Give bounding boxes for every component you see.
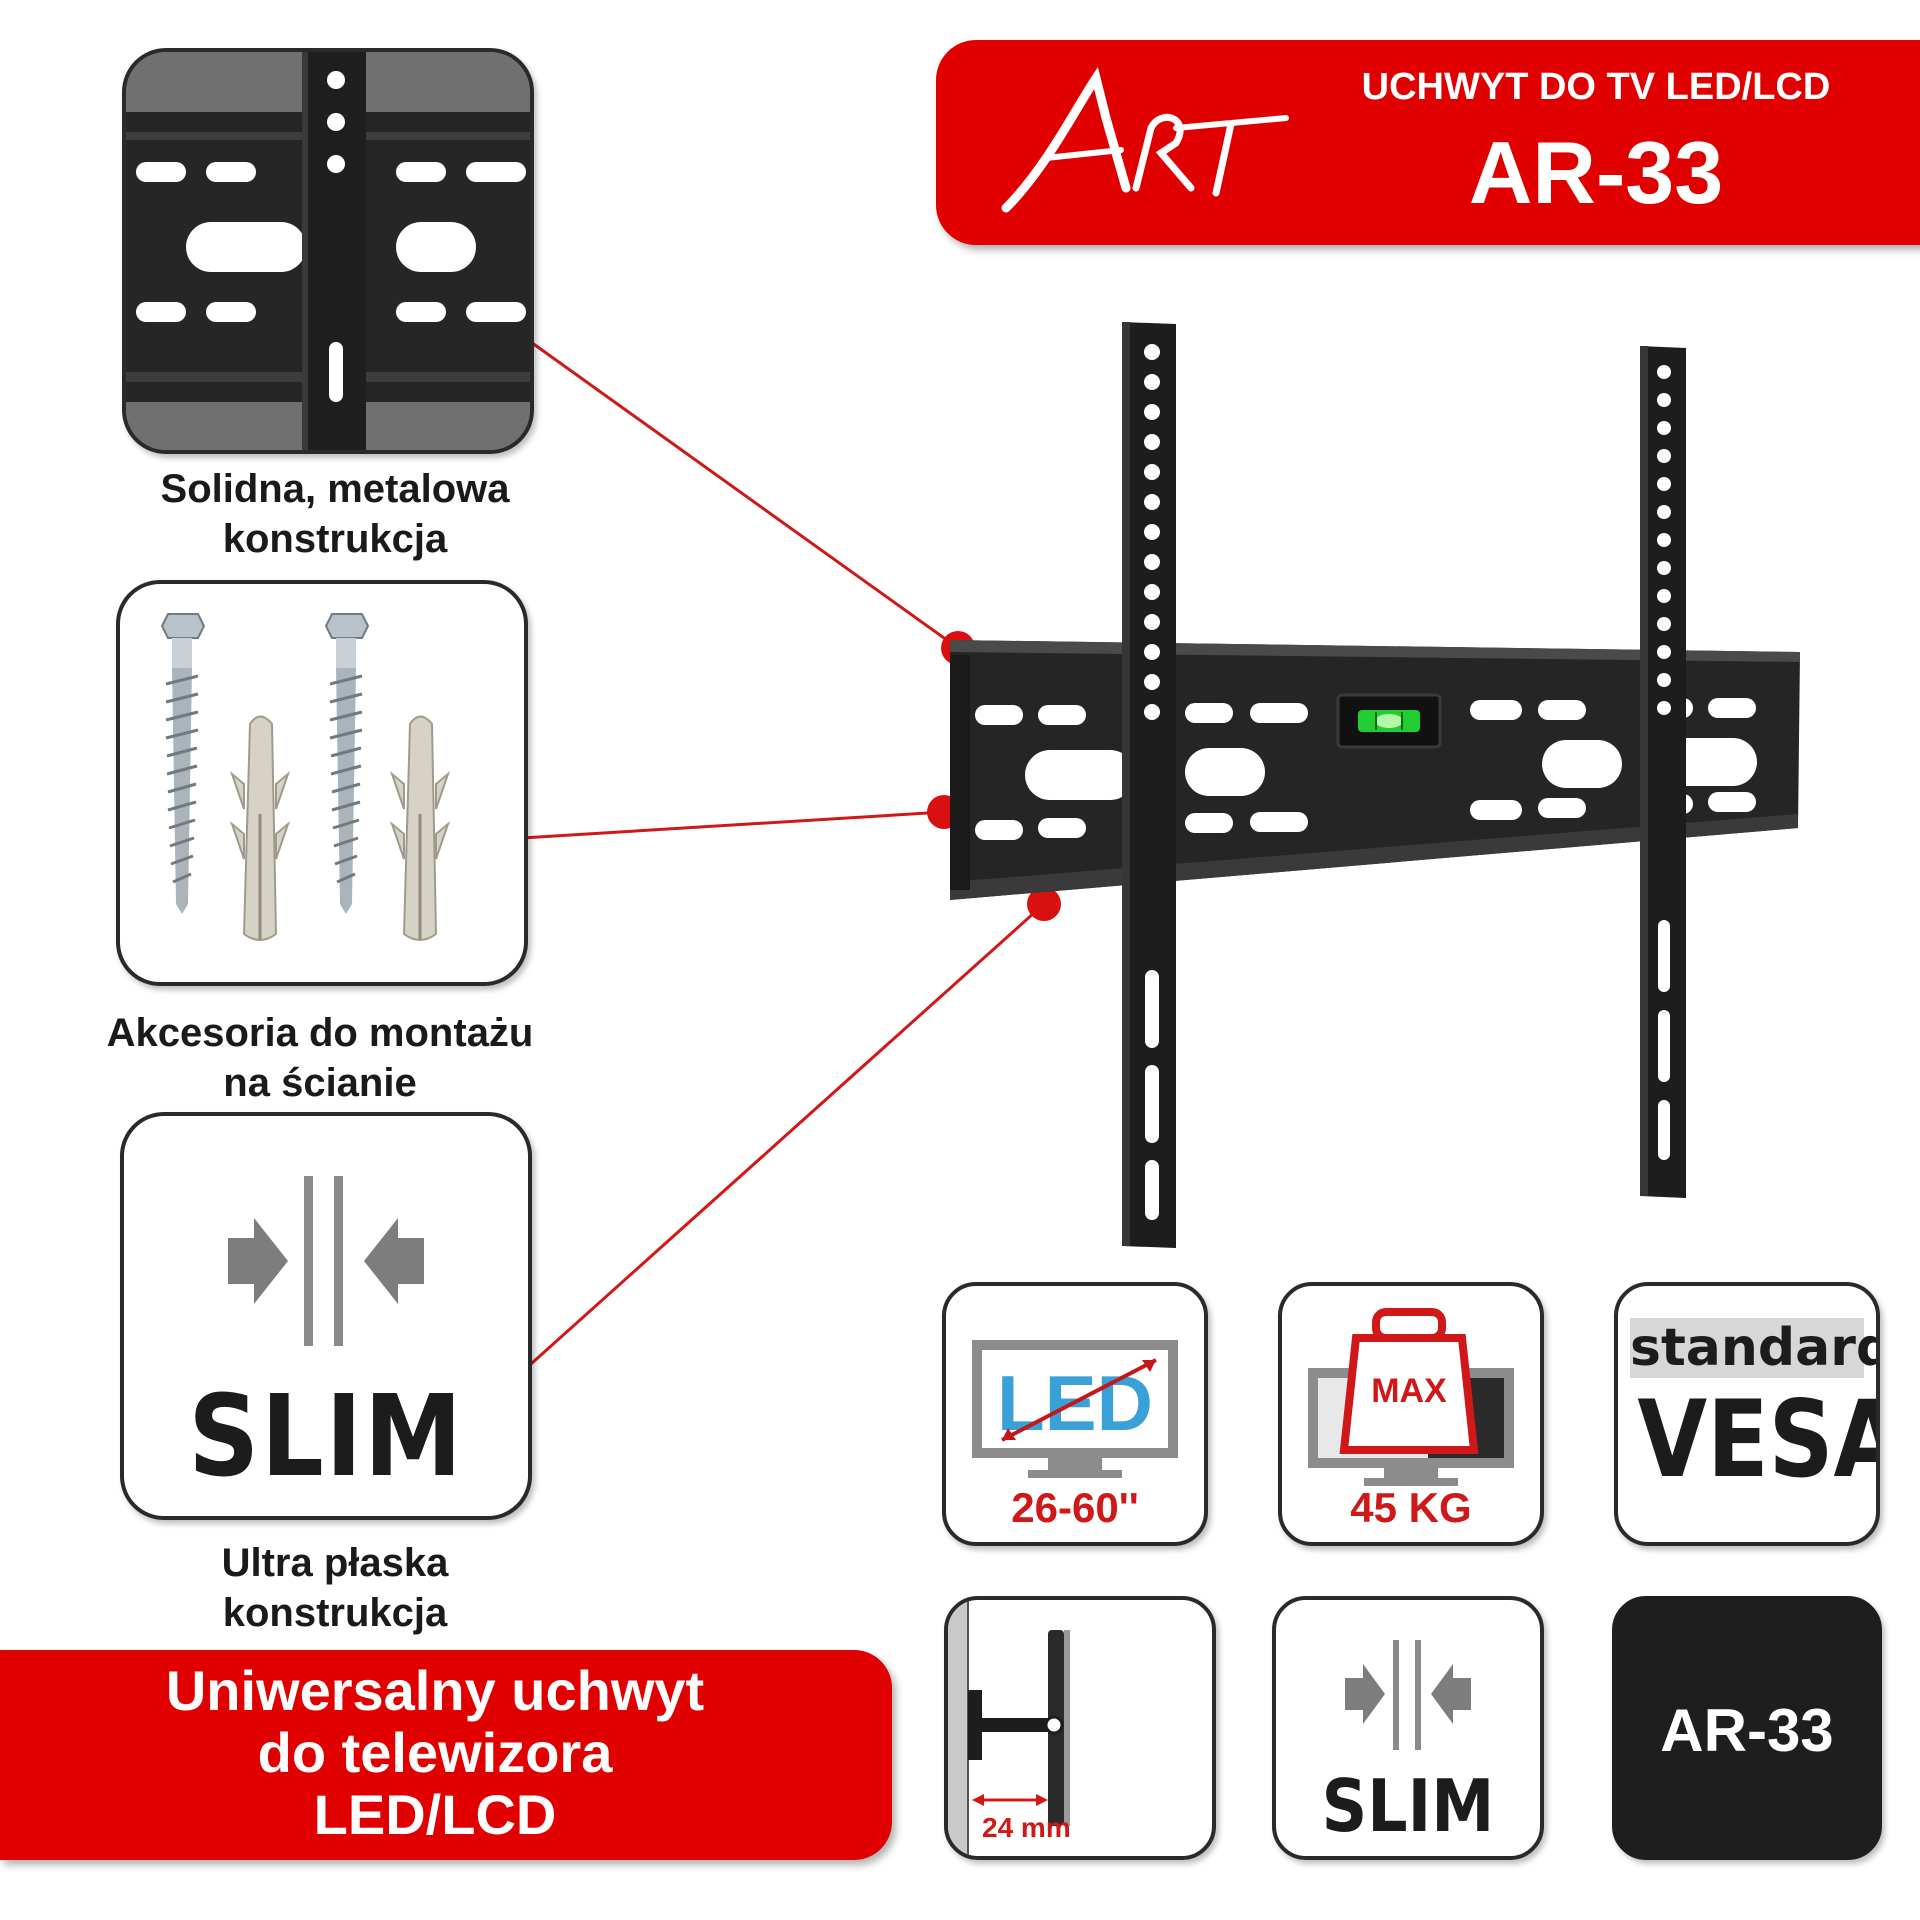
- accessories-card: [116, 580, 528, 986]
- metal-construction-caption: Solidna, metalowa konstrukcja: [160, 467, 510, 561]
- screen-size-tile: LED 26-60'': [942, 1282, 1208, 1546]
- vesa-standard-text: standard: [1630, 1318, 1880, 1378]
- depth-label: 24 mm: [982, 1812, 1071, 1843]
- max-load-tile: MAX 45 KG: [1278, 1282, 1544, 1546]
- tv-bracket-image: [950, 322, 1800, 1248]
- header-subtitle: UCHWYT DO TV LED/LCD: [1361, 66, 1831, 108]
- wall-anchor-icon: [229, 715, 291, 941]
- right-arm-holes: [1657, 365, 1671, 1160]
- screw-icon: [160, 613, 206, 914]
- max-load-label: 45 KG: [1350, 1484, 1472, 1531]
- tv-weight-icon: MAX: [1308, 1308, 1514, 1486]
- slim-label: SLIM: [188, 1372, 464, 1502]
- screw-icon: [324, 613, 370, 914]
- weight-icon: MAX: [1339, 1308, 1479, 1454]
- bubble-level-icon: [1336, 693, 1442, 749]
- accessories-caption: Akcesoria do montażu na ścianie: [106, 1011, 534, 1105]
- model-tile-label: AR-33: [1660, 1697, 1834, 1764]
- art-logo: [1001, 67, 1289, 213]
- bracket-closeup-image: [126, 52, 530, 450]
- depth-tile: 24 mm: [944, 1596, 1216, 1860]
- compress-arrows-icon: [228, 1176, 424, 1346]
- bottom-banner-line1: Uniwersalny uchwyt: [165, 1659, 705, 1722]
- bottom-banner-line3: LED/LCD: [313, 1783, 557, 1846]
- compress-arrows-icon: [1345, 1640, 1471, 1750]
- left-arm-holes: [1144, 344, 1160, 1220]
- wall-anchor-icon: [389, 715, 451, 941]
- tv-led-icon: LED: [972, 1340, 1178, 1478]
- bottom-banner-line2: do telewizora: [257, 1721, 613, 1784]
- slim-construction-caption: Ultra płaska konstrukcja: [221, 1541, 449, 1635]
- slim-construction-card: SLIM: [120, 1112, 532, 1520]
- slim-tile: SLIM: [1272, 1596, 1544, 1860]
- model-tile: AR-33: [1612, 1596, 1882, 1860]
- header-model: AR-33: [1468, 123, 1724, 222]
- screws-and-anchors-image: [160, 613, 451, 941]
- vesa-text: VESA: [1637, 1378, 1880, 1501]
- connector-dot-bottom: [1027, 887, 1061, 921]
- screen-size-label: 26-60'': [1011, 1484, 1139, 1531]
- bottom-banner: Uniwersalny uchwyt do telewizora LED/LCD: [0, 1650, 892, 1860]
- max-text: MAX: [1371, 1372, 1447, 1410]
- slim-tile-label: SLIM: [1321, 1764, 1495, 1848]
- header-banner: UCHWYT DO TV LED/LCD AR-33: [936, 40, 1920, 245]
- wall-depth-icon: [948, 1600, 1070, 1856]
- metal-construction-card: [122, 48, 534, 454]
- vesa-tile: standard VESA: [1614, 1282, 1880, 1546]
